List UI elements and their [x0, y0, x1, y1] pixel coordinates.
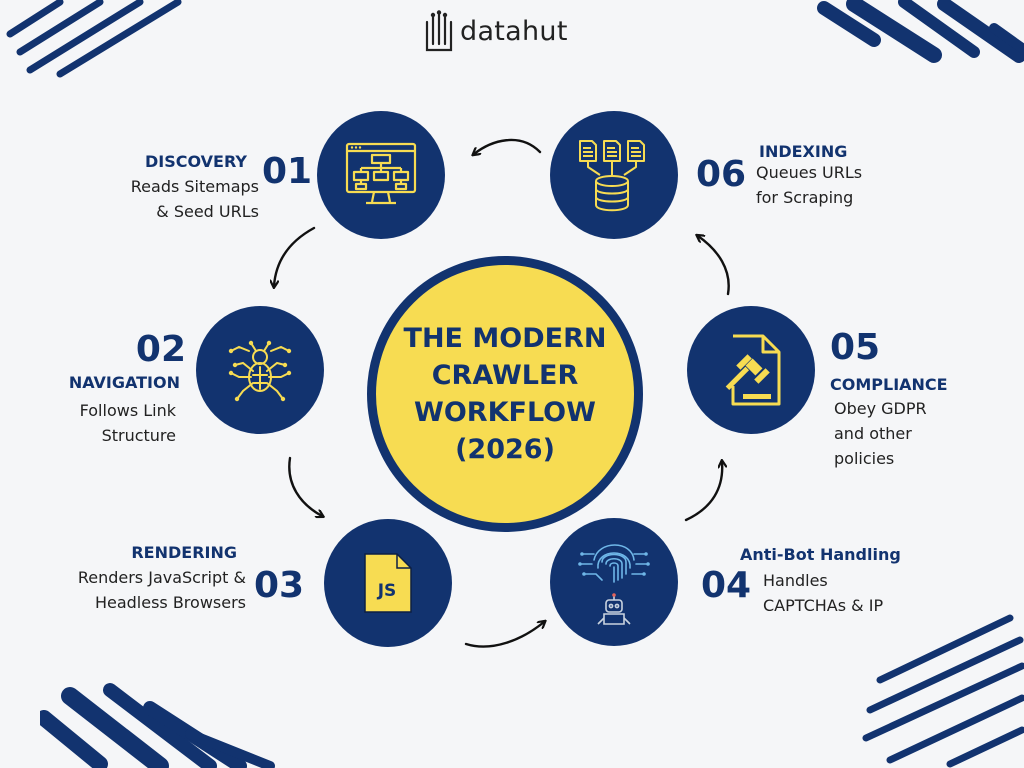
step-05-circle: [687, 306, 815, 434]
circuit-spider-icon: [228, 340, 292, 402]
arrow-01-to-02: [274, 226, 316, 286]
step-02-title: NAVIGATION: [68, 373, 180, 392]
arrow-03-to-04: [464, 622, 544, 648]
step-04-title: Anti-Bot Handling: [740, 545, 901, 564]
brand-logo: datahut: [424, 8, 568, 54]
javascript-file-icon: JS: [364, 553, 412, 613]
step-04-circle: [550, 518, 678, 646]
step-06-number: 06: [696, 154, 747, 195]
arrow-06-to-01: [474, 138, 542, 154]
decorative-stripes-bottom-right: [862, 614, 1024, 768]
step-01-circle: [317, 111, 445, 239]
decorative-stripes-bottom-left: [40, 683, 275, 768]
sitemap-monitor-icon: [345, 142, 417, 205]
center-circle: THE MODERN CRAWLER WORKFLOW (2026): [367, 256, 643, 532]
step-04-description: Handles CAPTCHAs & IP: [763, 571, 884, 615]
step-03-title: RENDERING: [131, 543, 237, 562]
step-02-number: 02: [135, 329, 186, 370]
step-02-circle: [196, 306, 324, 434]
svg-text:JS: JS: [377, 581, 397, 601]
step-03-circle: JS: [324, 519, 452, 647]
step-01-number: 01: [262, 151, 313, 192]
legal-gavel-document-icon: [725, 334, 781, 406]
arrow-04-to-05: [684, 462, 722, 522]
step-05-description: Obey GDPR and other policies: [834, 399, 927, 468]
step-02-description: Follows Link Structure: [79, 401, 176, 445]
decorative-stripes-top-right: [817, 0, 1024, 63]
arrow-05-to-06: [698, 236, 730, 296]
decorative-stripes-top-left: [6, 0, 182, 78]
step-06-circle: [550, 111, 678, 239]
brand-name: datahut: [460, 15, 568, 47]
step-05-title: COMPLIANCE: [830, 375, 948, 394]
step-05-number: 05: [830, 327, 881, 368]
arrow-02-to-03: [288, 456, 322, 516]
step-04-number: 04: [701, 565, 752, 606]
step-03-description: Renders JavaScript & Headless Browsers: [77, 568, 246, 612]
step-01-description: Reads Sitemaps & Seed URLs: [130, 177, 259, 221]
step-06-title: INDEXING: [759, 142, 848, 161]
fingerprint-robot-icon: [578, 544, 650, 625]
documents-database-icon: [579, 140, 645, 212]
step-06-description: Queues URLs for Scraping: [756, 163, 863, 207]
step-01-title: DISCOVERY: [144, 152, 247, 171]
datahut-logo-icon: [425, 10, 453, 52]
step-03-number: 03: [254, 565, 305, 606]
center-title: THE MODERN CRAWLER WORKFLOW (2026): [403, 323, 607, 465]
